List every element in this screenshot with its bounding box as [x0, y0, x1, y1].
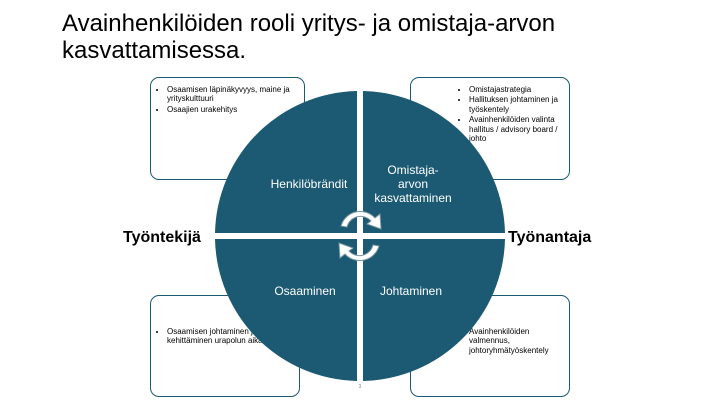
page-number: 3: [359, 384, 362, 390]
slide-title: Avainhenkilöiden rooli yritys- ja omista…: [62, 10, 556, 64]
box-item: Hallituksen johtaminen ja työskentely: [469, 95, 565, 114]
quadrant-top-right: [363, 91, 505, 233]
quadrant-top-left: [215, 91, 357, 233]
quadrant-label-top-right-line2: arvon: [398, 177, 428, 191]
quadrant-label-top-left: Henkilöbrändit: [271, 177, 348, 191]
box-item: Omistajastrategia: [469, 85, 565, 94]
cycle-arrows-icon: [338, 211, 382, 261]
quadrant-label-bottom-left: Osaaminen: [274, 284, 335, 298]
box-item: Osaamisen läpinäkyvyys, maine ja yritysk…: [167, 85, 300, 104]
box-item: Osaamisen johtaminen ja kehittäminen ura…: [167, 327, 295, 346]
quadrant-bottom-left: [215, 239, 357, 381]
side-label-employer: Työnantaja: [508, 229, 592, 246]
box-item: Avainhenkilöiden valmennus, johtoryhmäty…: [469, 327, 549, 355]
box-item: Avainhenkilöiden valinta hallitus / advi…: [469, 115, 565, 143]
side-label-employee: Työntekijä: [123, 229, 201, 246]
quadrant-bottom-right: [363, 239, 505, 381]
quadrant-label-top-right-line1: Omistaja-: [387, 163, 438, 177]
box-item: Osaajien urakehitys: [167, 105, 300, 114]
quadrant-label-top-right-line3: kasvattaminen: [374, 191, 451, 205]
quadrant-label-bottom-right: Johtaminen: [380, 284, 442, 298]
